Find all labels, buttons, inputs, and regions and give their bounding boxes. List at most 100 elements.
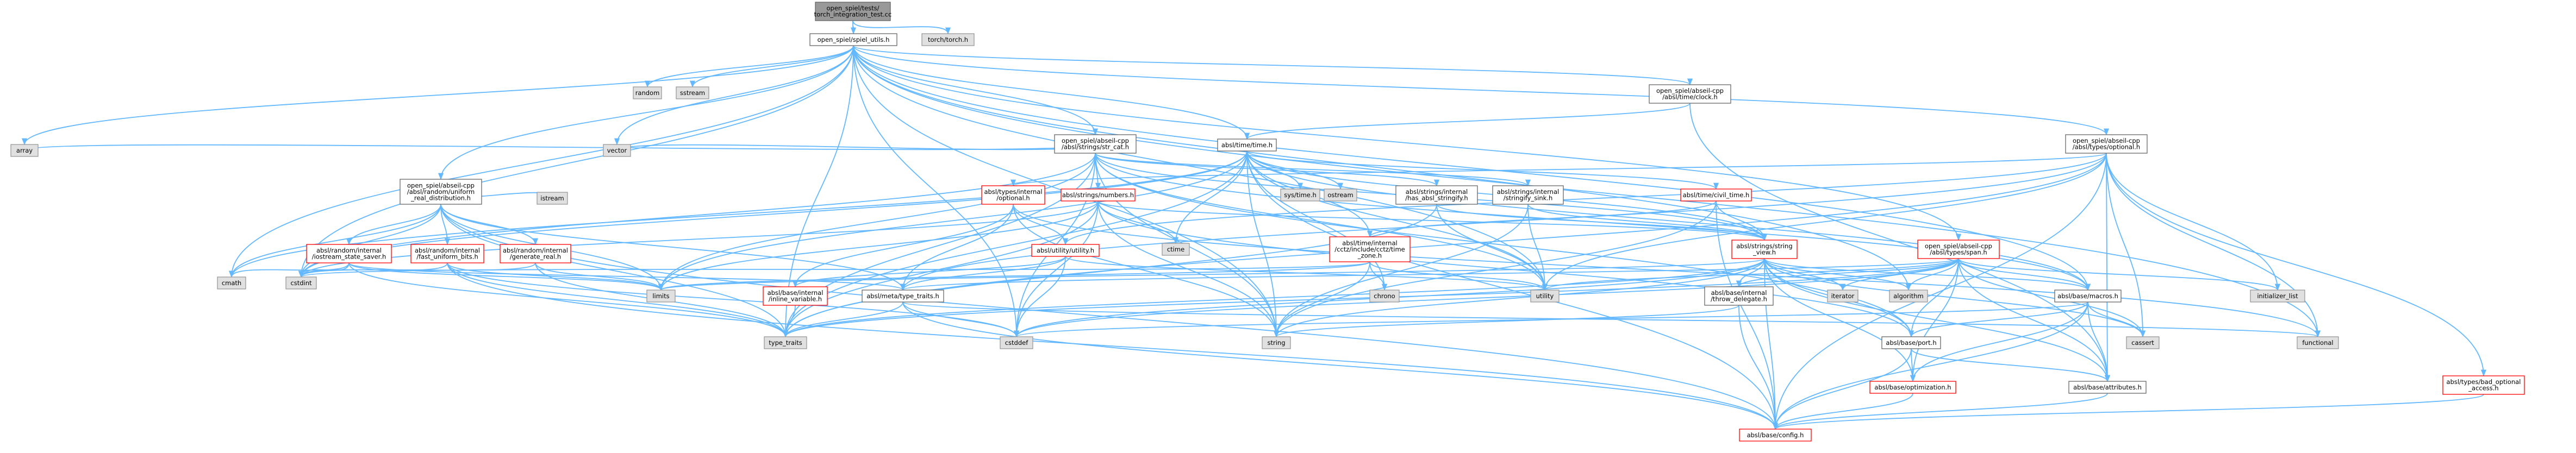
edge-time-to-cmath (229, 150, 1248, 278)
node-bad-optional-access[interactable]: absl/types/bad_optional_access.h (2442, 375, 2525, 395)
node-generate-real[interactable]: absl/random/internal/generate_real.h (500, 244, 571, 263)
node-label: _real_distribution.h (410, 194, 471, 202)
node-box (1054, 134, 1137, 154)
edge-span-to-cassert (1958, 258, 2145, 338)
node-types-internal-optional[interactable]: absl/types/internal/optional.h (981, 185, 1045, 205)
node-span[interactable]: open_spiel/abseil-cpp/absl/types/span.h (1917, 240, 2000, 259)
node-label: iterator (1831, 292, 1855, 300)
edge-iostream_state_saver-to-cmath (229, 262, 350, 278)
edge-numbers-to-type_traits (783, 200, 1099, 338)
node-label: absl/utility/utility.h (1037, 247, 1094, 254)
edge-uniform_real-to-config (440, 204, 1778, 430)
node-label: /generate_real.h (510, 253, 561, 261)
edge-string_view-to-macros (1764, 258, 2091, 291)
node-uniform-real[interactable]: open_spiel/abseil-cpp/absl/random/unifor… (400, 179, 482, 205)
node-config[interactable]: absl/base/config.h (1739, 429, 1812, 442)
edge-macros-to-port (1908, 301, 2088, 338)
edge-string_view-to-type_traits (783, 258, 1765, 338)
node-istream: istream (537, 192, 568, 205)
node-string-view[interactable]: absl/strings/string_view.h (1731, 240, 1798, 259)
edge-span-to-utility (1542, 258, 1959, 291)
node-civil-time[interactable]: absl/time/civil_time.h (1680, 188, 1752, 202)
node-has-absl-stringify[interactable]: absl/strings/internal/has_absl_stringify… (1395, 185, 1478, 205)
node-box (763, 286, 828, 306)
node-time-zone[interactable]: absl/time/internal/cctz/include/cctz/tim… (1329, 236, 1411, 262)
node-utility-h[interactable]: absl/utility/utility.h (1031, 244, 1100, 257)
node-label: /stringify_sink.h (1504, 194, 1553, 202)
node-label: open_spiel/abseil-cpp (1925, 242, 1992, 250)
node-fast-uniform-bits[interactable]: absl/random/internal/fast_uniform_bits.h (410, 244, 484, 263)
node-time[interactable]: absl/time/time.h (1217, 139, 1277, 152)
edge-optional-to-bad_optional_access (2106, 153, 2487, 377)
node-label: absl/random/internal (316, 247, 382, 254)
node-box (1827, 290, 1858, 303)
node-sstream: sstream (676, 86, 709, 99)
node-optional[interactable]: open_spiel/abseil-cpp/absl/types/optiona… (2065, 134, 2148, 154)
edge-spiel_utils-to-vector (614, 45, 854, 146)
edge-port-to-attributes (1911, 348, 2110, 382)
node-iostream-state-saver[interactable]: absl/random/internal/iostream_state_save… (306, 244, 392, 263)
node-optimization[interactable]: absl/base/optimization.h (1869, 381, 1956, 394)
node-attributes[interactable]: absl/base/attributes.h (2068, 381, 2147, 394)
node-port[interactable]: absl/base/port.h (1881, 336, 1941, 349)
edge-uniform_real-to-cstdint (298, 204, 441, 278)
edge-span-to-initializer_list (1958, 258, 2280, 291)
node-clock[interactable]: open_spiel/abseil-cpp/absl/time/clock.h (1649, 84, 1731, 104)
node-functional: functional (2297, 336, 2339, 349)
node-ctime: ctime (1162, 243, 1190, 256)
node-label: absl/time/time.h (1221, 141, 1273, 149)
edge-uniform_real-to-fast_uniform_bits (440, 204, 451, 246)
edge-iostream_state_saver-to-type_traits_h (348, 262, 906, 291)
edge-span-to-optimization (1910, 258, 1959, 382)
edge-fast_uniform_bits-to-limits (447, 262, 664, 291)
node-cstdint: cstdint (285, 276, 317, 290)
node-root[interactable]: open_spiel/tests/torch_integration_test.… (814, 2, 892, 21)
edge-optional-to-initializer_list (2106, 153, 2281, 291)
node-box (1280, 188, 1320, 202)
edge-type_traits_h-to-type_traits (783, 301, 903, 338)
edge-spiel_utils-to-str_cat (853, 45, 1098, 136)
edge-civil_time-to-config (1716, 200, 1779, 430)
edge-civil_time-to-string (1274, 200, 1717, 338)
node-box (1369, 290, 1400, 303)
edge-optional-to-utility (1542, 153, 2107, 291)
node-type-traits-h[interactable]: absl/meta/type_traits.h (862, 290, 944, 303)
node-box (2065, 134, 2148, 154)
edge-macros-to-attributes (2087, 301, 2111, 382)
edge-spiel_utils-to-span (853, 45, 1961, 241)
node-ostream: ostream (1324, 188, 1357, 202)
edge-macros-to-cassert (2087, 301, 2146, 338)
node-box (410, 244, 484, 263)
edge-optional-to-types_internal_optional (1011, 153, 2107, 187)
node-spiel-utils[interactable]: open_spiel/spiel_utils.h (809, 33, 897, 46)
edge-time_zone-to-limits (658, 261, 1370, 291)
node-label: absl/base/internal (768, 289, 824, 297)
node-str-cat[interactable]: open_spiel/abseil-cpp/absl/strings/str_c… (1054, 134, 1137, 154)
node-box (815, 2, 891, 21)
node-label: absl/strings/internal (1406, 188, 1468, 196)
node-label: cstddef (1005, 339, 1028, 347)
node-label: absl/strings/string (1736, 242, 1792, 250)
node-label: absl/random/internal (415, 247, 480, 254)
node-throw-delegate[interactable]: absl/base/internal/throw_delegate.h (1704, 286, 1774, 306)
node-numbers[interactable]: absl/strings/numbers.h (1061, 188, 1136, 202)
node-chrono: chrono (1369, 290, 1400, 303)
node-macros[interactable]: absl/base/macros.h (2054, 290, 2122, 303)
node-box (2250, 290, 2305, 303)
node-inline-variable[interactable]: absl/base/internal/inline_variable.h (763, 286, 828, 306)
node-label: absl/types/internal (984, 188, 1042, 196)
node-label: open_spiel/abseil-cpp (1656, 87, 1724, 95)
node-label: /has_absl_stringify.h (1405, 194, 1468, 202)
edge-stringify_sink-to-utility (1527, 204, 1548, 291)
node-limits: limits (646, 290, 676, 303)
node-box (2126, 336, 2160, 349)
edge-spiel_utils-to-random (645, 45, 854, 88)
edge-stringify_sink-to-string (1274, 204, 1529, 338)
node-label: utility (1536, 292, 1554, 300)
node-label: torch/torch.h (928, 36, 968, 43)
node-string: string (1262, 336, 1291, 349)
edge-numbers-to-port (1097, 200, 1914, 338)
node-label: functional (2302, 339, 2333, 347)
node-stringify-sink[interactable]: absl/strings/internal/stringify_sink.h (1492, 185, 1564, 205)
edge-time_zone-to-cstdint (298, 261, 1370, 278)
